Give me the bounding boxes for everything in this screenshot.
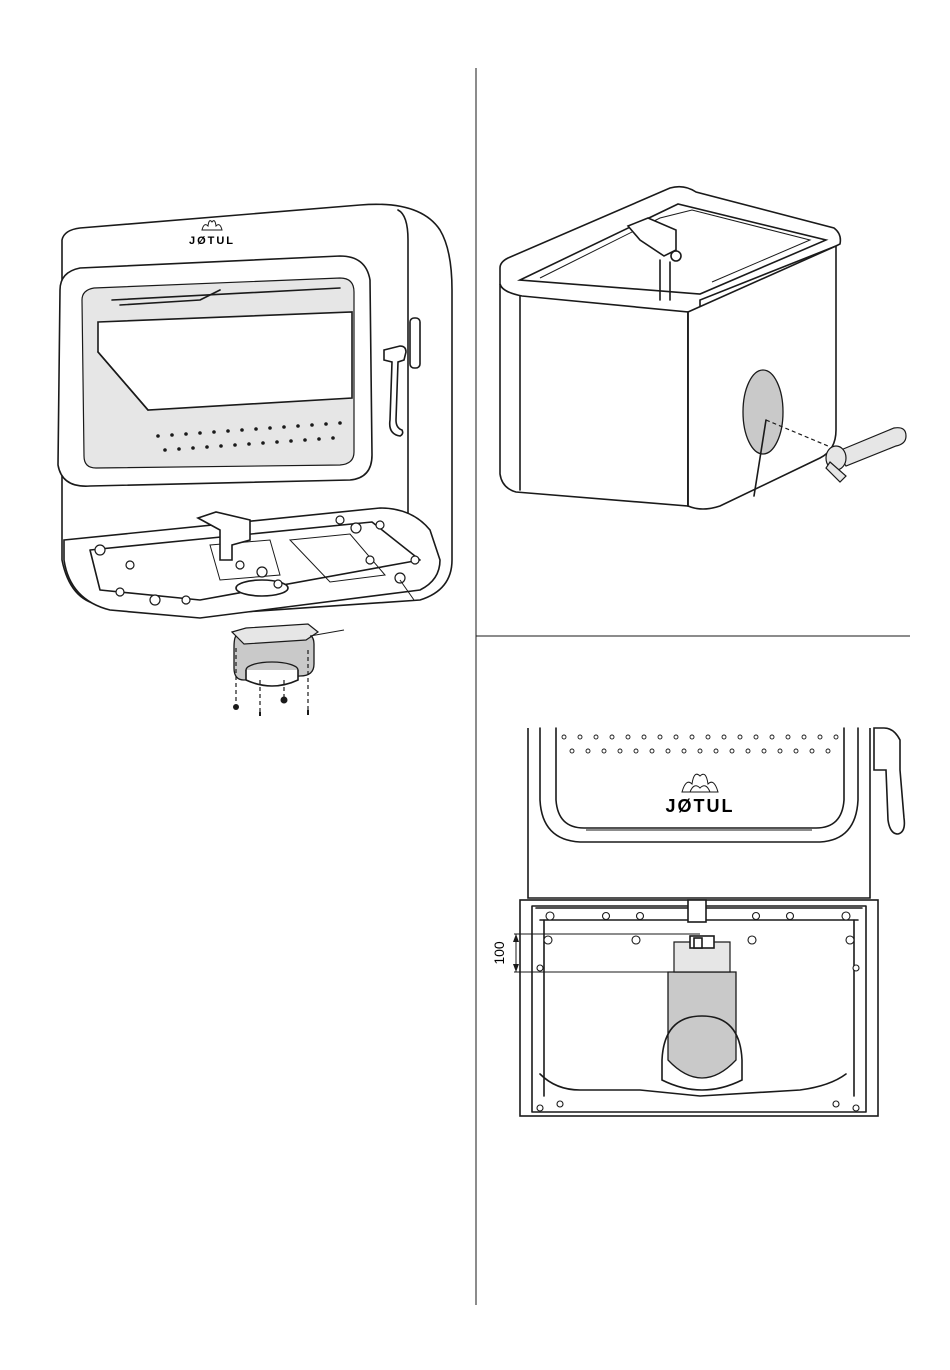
flue-adapter-part: [232, 624, 344, 686]
dimension-label: 100: [491, 941, 507, 965]
door-handle-front: [874, 728, 904, 834]
stove-bottom-view-figure: JØTUL: [58, 204, 452, 716]
fastener-screws: [233, 697, 309, 717]
stove-outer-shell-figure: [500, 187, 906, 509]
brand-logo-text: JØTUL: [189, 235, 235, 247]
removal-tool: [826, 428, 906, 482]
stove-front-view-figure: JØTUL 100: [491, 728, 904, 1116]
brand-logo-text-front: JØTUL: [665, 796, 734, 816]
flue-pipe: [668, 972, 736, 1078]
